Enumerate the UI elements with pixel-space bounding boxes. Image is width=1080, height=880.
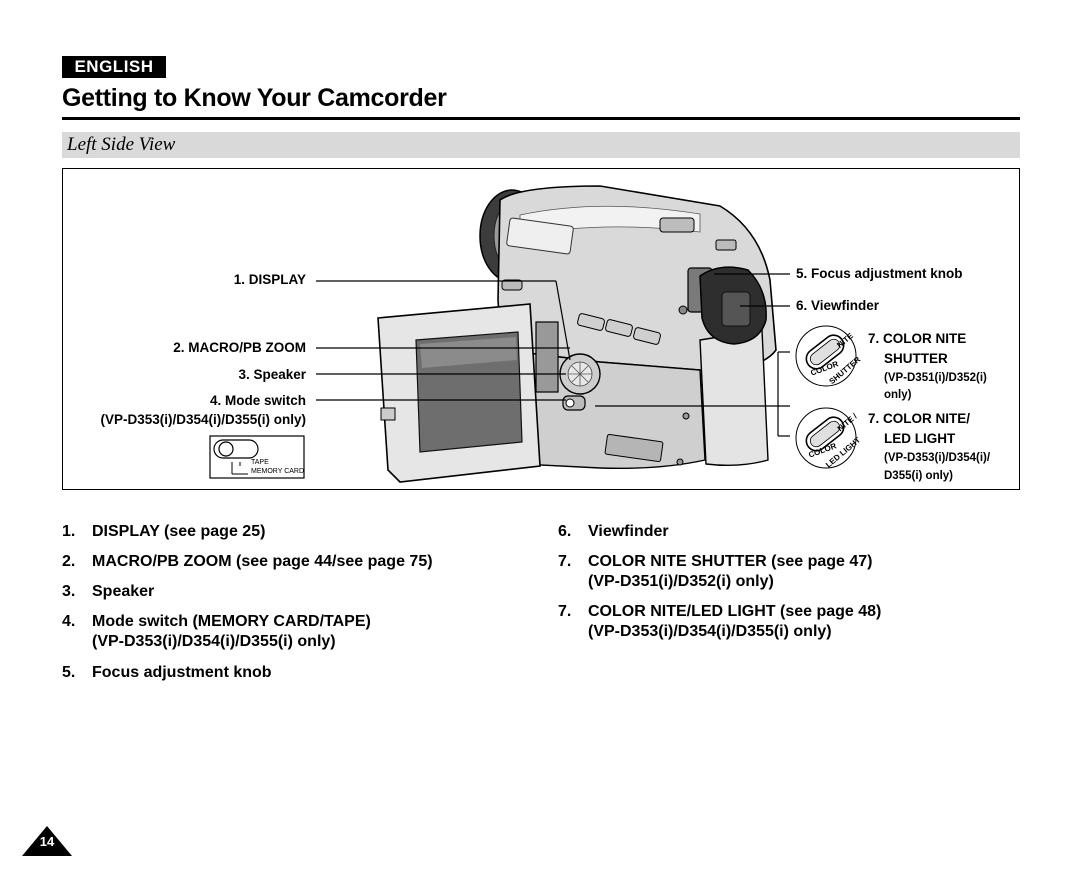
switch-label-memory-card: MEMORY CARD [251, 468, 305, 475]
list-item: 6.Viewfinder [558, 523, 669, 540]
figure-box [62, 168, 1020, 490]
label-led-models-only: D355(i) only) [884, 470, 954, 482]
label-macro-pb-zoom: 2. MACRO/PB ZOOM [173, 340, 306, 355]
label-mode-switch-models: (VP-D353(i)/D354(i)/D355(i) only) [100, 412, 306, 427]
switch-label-tape: TAPE [251, 459, 269, 466]
list-item: 2.MACRO/PB ZOOM (see page 44/see page 75… [62, 553, 433, 570]
section-bar [62, 132, 1020, 158]
list-item: 7.COLOR NITE/LED LIGHT (see page 48) (VP… [558, 603, 882, 640]
color-nite-led-button [795, 407, 857, 469]
section-title: Left Side View [67, 134, 176, 155]
label-display: 1. DISPLAY [233, 272, 306, 287]
list-item: 1.DISPLAY (see page 25) [62, 523, 266, 540]
label-viewfinder: 6. Viewfinder [796, 298, 880, 313]
label-mode-switch: 4. Mode switch [209, 393, 306, 408]
list-item: 7.COLOR NITE SHUTTER (see page 47) (VP-D… [558, 553, 873, 590]
page-title: Getting to Know Your Camcorder [62, 84, 447, 112]
color-nite-shutter-button [795, 325, 857, 387]
label-led-models: (VP-D353(i)/D354(i)/ [884, 452, 991, 464]
page-number-badge [22, 826, 72, 856]
title-rule [62, 117, 1020, 120]
label-shutter-models: (VP-D351(i)/D352(i) [884, 372, 987, 384]
list-item: 3.Speaker [62, 583, 155, 600]
label-focus-knob: 5. Focus adjustment knob [796, 266, 963, 281]
label-shutter: SHUTTER [884, 351, 948, 366]
grip [699, 329, 769, 467]
list-item: 5.Focus adjustment knob [62, 664, 272, 681]
language-badge: ENGLISH [62, 56, 166, 78]
list-item: 4.Mode switch (MEMORY CARD/TAPE) (VP-D35… [62, 613, 371, 650]
label-speaker: 3. Speaker [238, 367, 306, 382]
label-color-nite-led: 7. COLOR NITE/ [868, 411, 971, 426]
page-number: 14 [39, 834, 55, 849]
label-color-nite-shutter: 7. COLOR NITE [868, 331, 967, 346]
label-led-light: LED LIGHT [884, 431, 956, 446]
label-shutter-models-only: only) [884, 389, 912, 401]
